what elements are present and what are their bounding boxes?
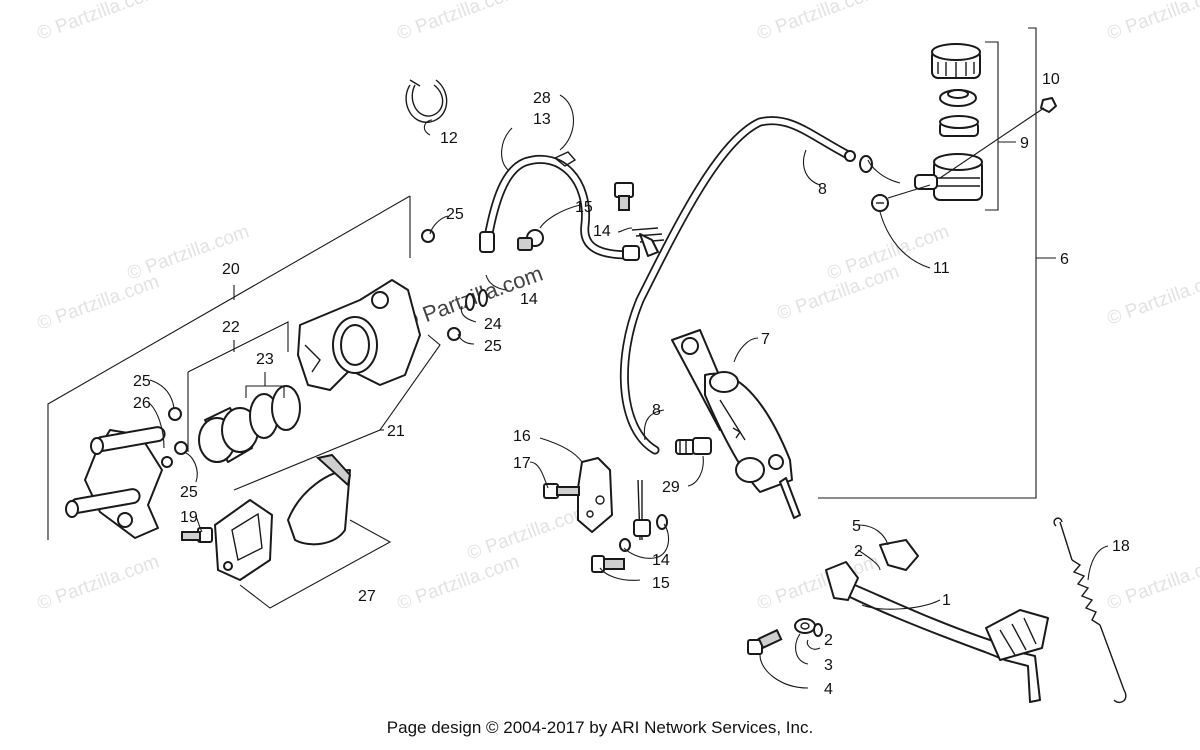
watermark: © Partzilla.com [1105, 551, 1200, 615]
hose-fitting [675, 437, 712, 455]
callout-11: 11 [933, 260, 950, 277]
callout-15b: 15 [652, 575, 670, 592]
callout-29: 29 [662, 479, 680, 496]
mounting-bracket [543, 457, 613, 533]
callout-13: 13 [533, 111, 551, 128]
callout-25c: 25 [133, 373, 151, 390]
callout-22: 22 [222, 319, 240, 336]
leader-lines [147, 94, 1109, 689]
assembly-bracket-lines [47, 27, 1056, 609]
callout-18: 18 [1112, 538, 1130, 555]
reservoir-hose [619, 116, 873, 455]
callout-25d: 25 [180, 484, 198, 501]
nut-and-screw [871, 97, 1057, 212]
callout-26: 26 [133, 395, 151, 412]
callout-5: 5 [852, 518, 861, 535]
bleeder-screw [614, 182, 634, 211]
callout-12: 12 [440, 130, 458, 147]
callout-4: 4 [824, 681, 833, 698]
callout-25b: 25 [484, 338, 502, 355]
callout-17: 17 [513, 455, 531, 472]
watermark: © Partzilla.com [35, 551, 162, 615]
callout-14b: 14 [520, 291, 538, 308]
callout-15a: 15 [575, 199, 593, 216]
watermark: © Partzilla.com [35, 0, 162, 45]
callout-27: 27 [358, 588, 376, 605]
callout-1: 1 [942, 592, 951, 609]
callout-19: 19 [180, 509, 198, 526]
watermark: © Partzilla.com [1105, 0, 1200, 45]
caliper-mount-bracket [65, 426, 166, 539]
watermark: © Partzilla.com [395, 0, 522, 45]
small-rings [161, 229, 461, 543]
watermark: © Partzilla.com [465, 501, 592, 565]
master-cylinder [671, 329, 801, 519]
callout-25a: 25 [446, 206, 464, 223]
reservoir-assembly [914, 43, 983, 201]
watermark-layer: © Partzilla.com © Partzilla.com © Partzi… [35, 0, 1200, 615]
callout-21: 21 [387, 423, 405, 440]
callout-23: 23 [256, 351, 274, 368]
hose-clip [553, 151, 577, 167]
brake-pedal [747, 539, 1049, 703]
watermark: © Partzilla.com [1105, 266, 1200, 330]
callout-20: 20 [222, 261, 240, 278]
callout-9: 9 [1020, 135, 1029, 152]
callout-10: 10 [1042, 71, 1060, 88]
brake-pads [214, 453, 352, 581]
copyright-footer: Page design © 2004-2017 by ARI Network S… [386, 718, 814, 737]
lower-banjo [591, 479, 668, 573]
callout-6: 6 [1060, 251, 1069, 268]
watermark: © Partzilla.com [755, 0, 882, 45]
callout-14c: 14 [652, 552, 670, 569]
callout-28: 28 [533, 90, 551, 107]
callout-8b: 8 [652, 402, 661, 419]
callout-3: 3 [824, 657, 833, 674]
caliper-piston [198, 385, 301, 463]
banjo-fitting [517, 229, 544, 251]
callout-14a: 14 [593, 223, 611, 240]
callout-16: 16 [513, 428, 531, 445]
callout-2b: 2 [824, 632, 833, 649]
watermark: © Partzilla.com [35, 271, 162, 335]
washers [465, 227, 665, 311]
brake-hose-upper [479, 154, 640, 261]
callout-8a: 8 [818, 181, 827, 198]
callout-24: 24 [484, 316, 502, 333]
callout-7: 7 [761, 331, 770, 348]
return-spring [1053, 517, 1127, 704]
watermark: © Partzilla.com [395, 551, 522, 615]
caliper-body [297, 279, 421, 391]
snap-ring [405, 79, 448, 123]
callout-2a: 2 [854, 543, 863, 560]
callout-labels: 12 28 13 25 15 14 14 24 25 10 9 8 11 6 7… [133, 71, 1130, 698]
